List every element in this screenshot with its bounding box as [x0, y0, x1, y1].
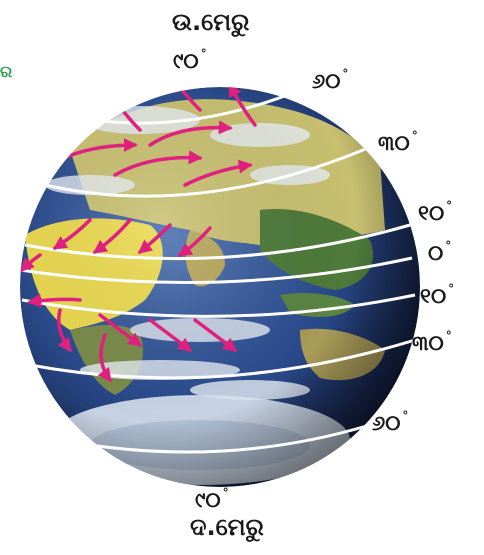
wind-arrow-icon: [148, 318, 193, 352]
latitude-30n: [44, 143, 376, 198]
latitude-10n: [24, 223, 411, 261]
south-pole-label: ଦ.ମେରୁ: [190, 513, 264, 541]
wind-arrows: [20, 87, 257, 383]
wind-arrow-icon: [52, 218, 92, 250]
wind-arrow-icon: [97, 333, 112, 383]
wind-arrow-icon: [193, 318, 238, 352]
latitude-label-10s: ୧୦°: [420, 282, 455, 308]
latitude-30s: [29, 338, 416, 380]
wind-arrow-icon: [183, 159, 253, 187]
wind-arrow-icon: [57, 308, 72, 353]
wind-arrow-icon: [137, 223, 172, 254]
latitude-10s: [21, 293, 416, 318]
side-mark: ର: [0, 62, 13, 81]
wind-arrow-icon: [228, 87, 257, 127]
latitude-label-30n: ୩୦°: [378, 129, 418, 155]
latitude-label-0: ୦°: [428, 239, 452, 265]
wind-arrow-icon: [177, 226, 212, 257]
latitude-0: [20, 256, 413, 284]
wind-arrow-icon: [98, 313, 143, 347]
latitude-label-90s: ୯୦°: [195, 486, 229, 512]
wind-arrow-icon: [92, 218, 132, 254]
wind-arrow-icon: [148, 120, 233, 147]
wind-arrow-icon: [113, 150, 203, 177]
latitude-lines: [20, 87, 416, 454]
globe-icon: [20, 87, 420, 487]
latitude-label-30s: ୩୦°: [412, 329, 452, 355]
latitude-label-60s: ୬୦°: [372, 409, 409, 435]
wind-arrow-icon: [173, 87, 202, 112]
wind-arrow-icon: [27, 293, 82, 308]
latitude-label-60n: ୬୦°: [312, 67, 349, 93]
latitude-label-10n: ୧୦°: [418, 199, 453, 225]
latitude-label-90n: ୯୦°: [173, 47, 207, 73]
north-pole-label: ଉ.ମେରୁ: [172, 8, 250, 36]
latitude-60s: [59, 423, 371, 454]
wind-arrow-icon: [20, 253, 42, 272]
